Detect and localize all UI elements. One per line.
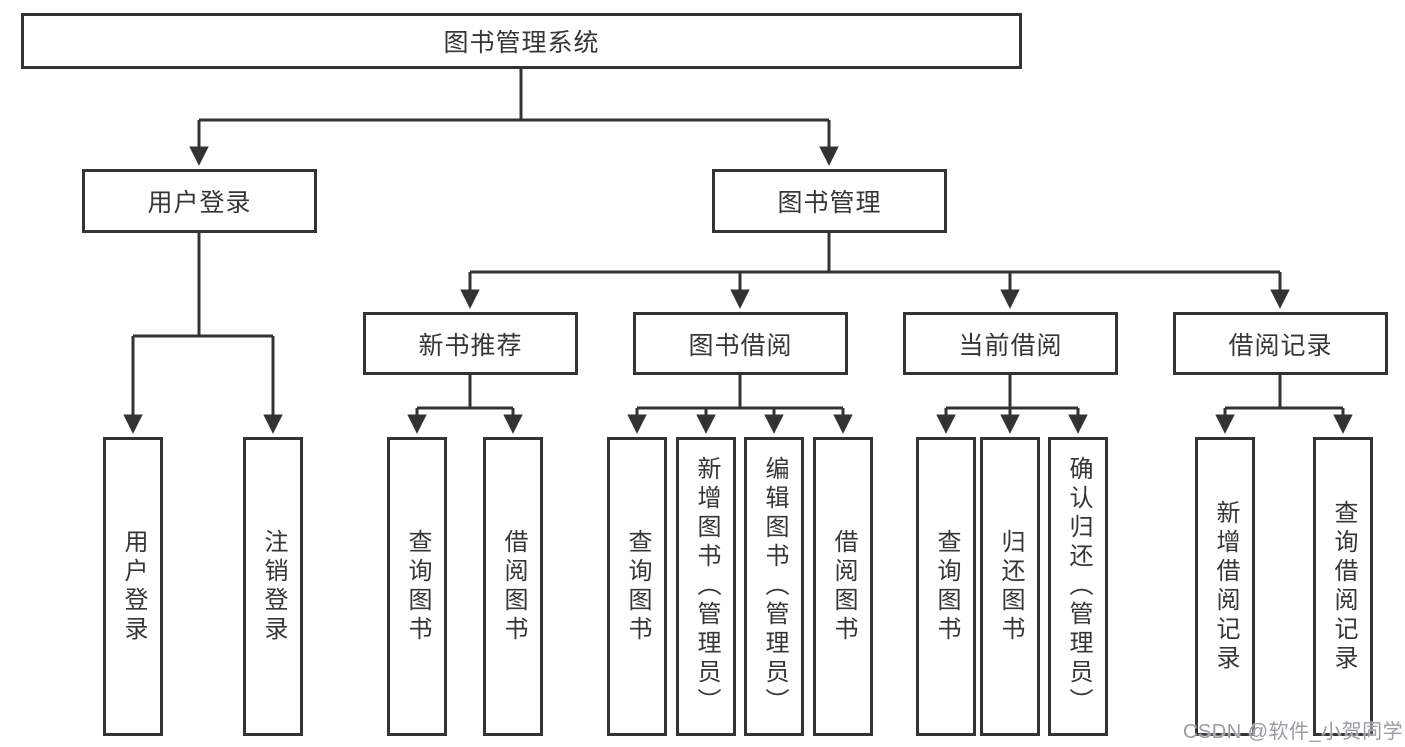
node-borrowing-records: 借阅记录 — [1173, 312, 1388, 375]
node-label: 图书借阅 — [688, 331, 793, 360]
leaf-query-books-borrow: 查询图书 — [607, 437, 667, 736]
leaf-label: 借阅图书 — [830, 528, 857, 645]
leaf-confirm-return-admin: 确认归还（管理员） — [1048, 437, 1108, 736]
leaf-label: 确认归还（管理员） — [1065, 456, 1092, 717]
csdn-watermark: CSDN @软件_小贺同学 — [1183, 721, 1404, 743]
leaf-logout: 注销登录 — [243, 437, 303, 736]
leaf-label: 归还图书 — [997, 528, 1024, 645]
node-book-borrowing: 图书借阅 — [633, 312, 848, 375]
node-user-login: 用户登录 — [82, 169, 317, 233]
leaf-label: 新增图书（管理员） — [693, 456, 720, 717]
node-new-book-recommendation: 新书推荐 — [363, 312, 578, 375]
leaf-label: 查询图书 — [624, 528, 651, 645]
node-current-borrowing: 当前借阅 — [903, 312, 1118, 375]
leaf-label: 新增借阅记录 — [1212, 499, 1239, 674]
leaf-query-borrow-record: 查询借阅记录 — [1313, 437, 1373, 736]
leaf-label: 查询借阅记录 — [1330, 499, 1357, 674]
node-label: 借阅记录 — [1228, 331, 1333, 360]
node-book-management: 图书管理 — [712, 169, 947, 233]
node-label: 图书管理 — [777, 189, 882, 217]
leaf-borrow-books: 借阅图书 — [813, 437, 873, 736]
leaf-user-login: 用户登录 — [103, 437, 163, 736]
leaf-label: 借阅图书 — [500, 528, 527, 645]
leaf-label: 查询图书 — [404, 528, 431, 645]
node-label: 新书推荐 — [418, 331, 523, 360]
leaf-add-borrow-record: 新增借阅记录 — [1195, 437, 1255, 736]
leaf-return-books: 归还图书 — [980, 437, 1040, 736]
leaf-label: 注销登录 — [260, 528, 287, 645]
leaf-label: 用户登录 — [120, 528, 147, 645]
leaf-query-books-current: 查询图书 — [916, 437, 976, 736]
leaf-label: 编辑图书（管理员） — [761, 456, 788, 717]
node-library-management-system: 图书管理系统 — [21, 13, 1022, 69]
leaf-edit-books-admin: 编辑图书（管理员） — [744, 437, 804, 736]
leaf-label: 查询图书 — [933, 528, 960, 645]
leaf-borrow-books-recommend: 借阅图书 — [483, 437, 543, 736]
node-label: 用户登录 — [147, 189, 252, 217]
node-label: 当前借阅 — [958, 331, 1063, 360]
node-label: 图书管理系统 — [443, 29, 600, 57]
leaf-add-books-admin: 新增图书（管理员） — [676, 437, 736, 736]
leaf-query-books-recommend: 查询图书 — [387, 437, 447, 736]
